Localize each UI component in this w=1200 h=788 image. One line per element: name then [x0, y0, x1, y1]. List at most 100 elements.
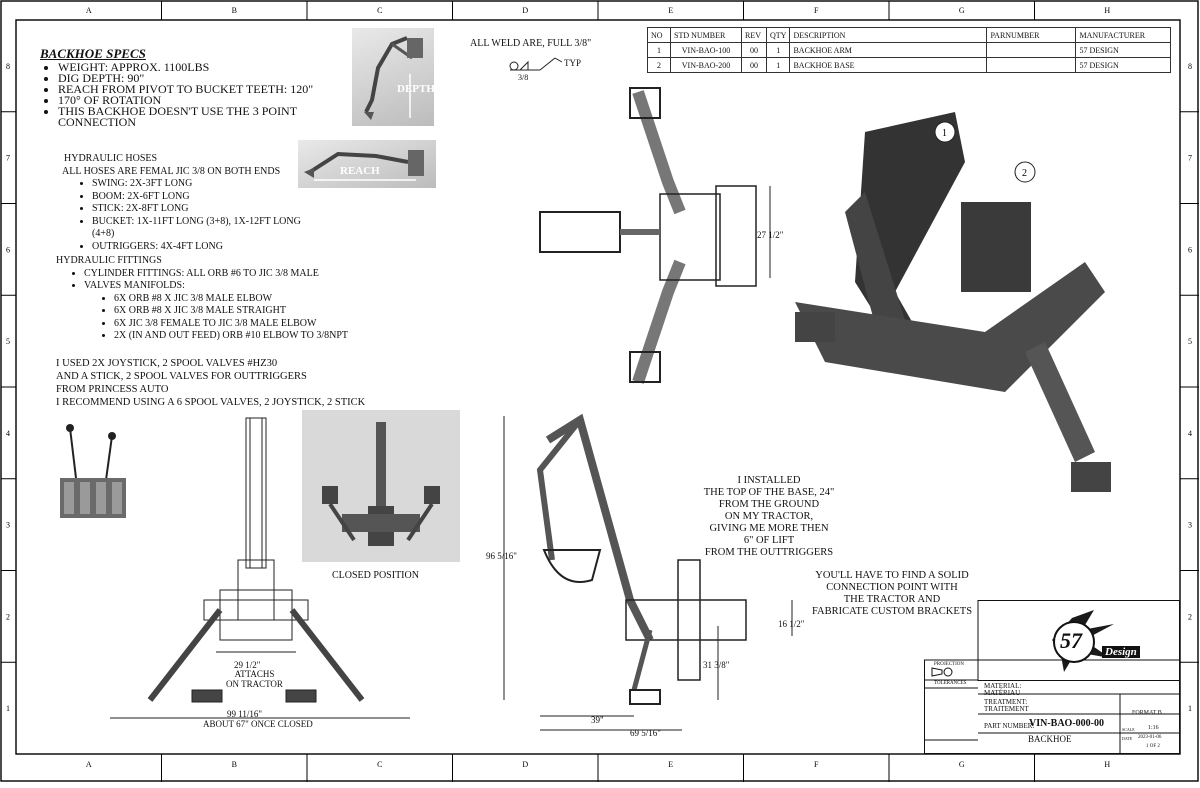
logo-text: 57 [1060, 628, 1082, 653]
weld-typ: TYP [564, 58, 581, 68]
bom-cell [986, 42, 1077, 58]
projection-label: PROJECTION [934, 662, 965, 667]
install-line: ON MY TRACTOR, [724, 511, 814, 522]
hoses-block: HYDRAULIC HOSES ALL HOSES ARE FEMAL JIC … [62, 153, 324, 253]
reach-photo: REACH [298, 140, 436, 188]
scale-label: SCALE [1122, 727, 1135, 732]
callout-2: 2 [1022, 168, 1027, 179]
install-note: I INSTALLED THE TOP OF THE BASE, 24" FRO… [694, 475, 844, 559]
table-row: 1 VIN-BAO-100 00 1 BACKHOE ARM 57 DESIGN [647, 42, 1172, 58]
install-line: FROM THE GROUND [718, 499, 820, 510]
connect-note: YOU'LL HAVE TO FIND A SOLID CONNECTION P… [804, 570, 980, 618]
part-name: BACKHOE [1028, 734, 1072, 744]
frame-row-label: 8 [6, 62, 10, 71]
frame-row-label: 7 [1188, 154, 1192, 163]
frame-row-label: 4 [1188, 429, 1192, 438]
front-view-drawing [110, 417, 410, 719]
reach-photo-arm: REACH [304, 150, 424, 181]
treatment-label-en: TREATMENT: [984, 698, 1028, 706]
isometric-drawing: 1 2 [795, 112, 1111, 492]
front-view-open [100, 410, 420, 730]
side-view-drawing [503, 413, 793, 731]
part-number-label: PART NUMBER: [984, 722, 1035, 730]
bom-h-no: NO [647, 27, 671, 43]
specs-title: BACKHOE SPECS [40, 46, 146, 61]
note-line: AND A STICK, 2 SPOOL VALVES FOR OUTTRIGG… [56, 371, 307, 382]
frame-col-label: H [1104, 6, 1110, 15]
frame-col-label: A [86, 6, 92, 15]
frame-col-label: D [522, 6, 528, 15]
fitting-item: 6X JIC 3/8 FEMALE TO JIC 3/8 MALE ELBOW [114, 318, 366, 331]
bom-cell: BACKHOE ARM [789, 42, 988, 58]
bom-h-rev: REV [741, 27, 767, 43]
valve-image [50, 418, 140, 528]
depth-photo: DEPTH [352, 28, 435, 126]
title-block-grid [924, 600, 1180, 754]
hoses-title: HYDRAULIC HOSES [64, 153, 158, 164]
fittings-block: HYDRAULIC FITTINGS CYLINDER FITTINGS: AL… [56, 255, 366, 343]
fitting-item: 2X (IN AND OUT FEED) ORB #10 ELBOW TO 3/… [114, 330, 366, 343]
fitting-item: 6X ORB #8 X JIC 3/8 MALE STRAIGHT [114, 305, 366, 318]
dim-length-69: 69 5/16" [630, 728, 661, 738]
closed-photo-drawing [322, 422, 440, 546]
material-label: MATERIAL: MATÉRIAU [984, 683, 1021, 697]
note-line: FROM PRINCESS AUTO [56, 384, 169, 395]
valve-drawing [60, 424, 126, 518]
frame-row-label: 3 [6, 521, 10, 530]
spec-weight: WEIGHT: APPROX. 1100LBS [58, 61, 370, 73]
bom-h-desc: DESCRIPTION [789, 27, 988, 43]
treatment-label-fr: TRAITEMENT [984, 705, 1029, 713]
bom-cell: VIN-BAO-200 [670, 57, 742, 73]
reach-label: REACH [340, 165, 380, 177]
fitting-valves-list: 6X ORB #8 X JIC 3/8 MALE ELBOW 6X ORB #8… [84, 293, 366, 343]
tolerances-label: TOLERANCES [934, 681, 967, 686]
frame-row-label: 2 [1188, 612, 1192, 621]
bom-cell: 57 DESIGN [1075, 42, 1172, 58]
hose-item: BOOM: 2X-6FT LONG [92, 191, 324, 204]
frame-col-label: E [668, 760, 673, 769]
valves-note: I USED 2X JOYSTICK, 2 SPOOL VALVES #HZ30… [56, 357, 376, 409]
fitting-valves-label: VALVES MANIFOLDS: [84, 280, 185, 291]
hose-item: SWING: 2X-3FT LONG [92, 178, 324, 191]
spec-connection: THIS BACKHOE DOESN'T USE THE 3 POINT CON… [58, 105, 328, 128]
treatment-label: TREATMENT: TRAITEMENT [984, 699, 1029, 713]
hose-item: BUCKET: 1X-11FT LONG (3+8), 1X-12FT LONG… [92, 216, 324, 241]
note-line: I RECOMMEND USING A 6 SPOOL VALVES, 2 JO… [56, 397, 366, 408]
fitting-cyl: CYLINDER FITTINGS: ALL ORB #6 TO JIC 3/8… [84, 268, 366, 281]
callout-1: 1 [942, 128, 947, 139]
side-view [500, 410, 800, 750]
note-line: I USED 2X JOYSTICK, 2 SPOOL VALVES #HZ30 [56, 358, 278, 369]
top-view [530, 82, 810, 392]
table-row: 2 VIN-BAO-200 00 1 BACKHOE BASE 57 DESIG… [647, 57, 1172, 73]
frame-row-label: 1 [6, 704, 10, 713]
connect-line: FABRICATE CUSTOM BRACKETS [811, 606, 973, 617]
depth-label: DEPTH [397, 83, 434, 95]
bom-cell: 00 [741, 42, 767, 58]
frame-col-label: C [377, 6, 382, 15]
bom-header: NO STD NUMBER REV QTY DESCRIPTION PARNUM… [647, 27, 1172, 43]
depth-photo-arm: DEPTH [364, 36, 435, 120]
title-block: 57 Design PROJECTION TOLERANCES MATERIAL… [924, 600, 1180, 754]
hose-item: STICK: 2X-8FT LONG [92, 203, 324, 216]
attach-note: ATTACHS ON TRACTOR [226, 669, 283, 689]
connect-line: THE TRACTOR AND [843, 594, 941, 605]
hoses-list: SWING: 2X-3FT LONG BOOM: 2X-6FT LONG STI… [64, 178, 324, 253]
sheet-number: 1 OF 2 [1146, 744, 1160, 749]
frame-col-label: G [959, 6, 965, 15]
hoses-subtitle: ALL HOSES ARE FEMAL JIC 3/8 ON BOTH ENDS [62, 165, 281, 177]
install-line: FROM THE OUTTRIGGERS [704, 547, 834, 558]
bom-h-std: STD NUMBER [670, 27, 742, 43]
frame-row-label: 7 [6, 154, 10, 163]
frame-col-label: B [232, 6, 237, 15]
install-line: GIVING ME MORE THEN [709, 523, 829, 534]
spec-rotation: 170° OF ROTATION [58, 94, 370, 106]
dim-length-39: 39" [591, 715, 604, 725]
frame-col-label: F [814, 760, 819, 769]
attach-note-line1: ATTACHS [234, 669, 275, 679]
hose-item: OUTRIGGERS: 4X-4FT LONG [92, 241, 324, 254]
bom-cell: VIN-BAO-100 [670, 42, 742, 58]
dim-attach: 29 1/2" [234, 660, 261, 670]
frame-col-label: B [232, 760, 237, 769]
